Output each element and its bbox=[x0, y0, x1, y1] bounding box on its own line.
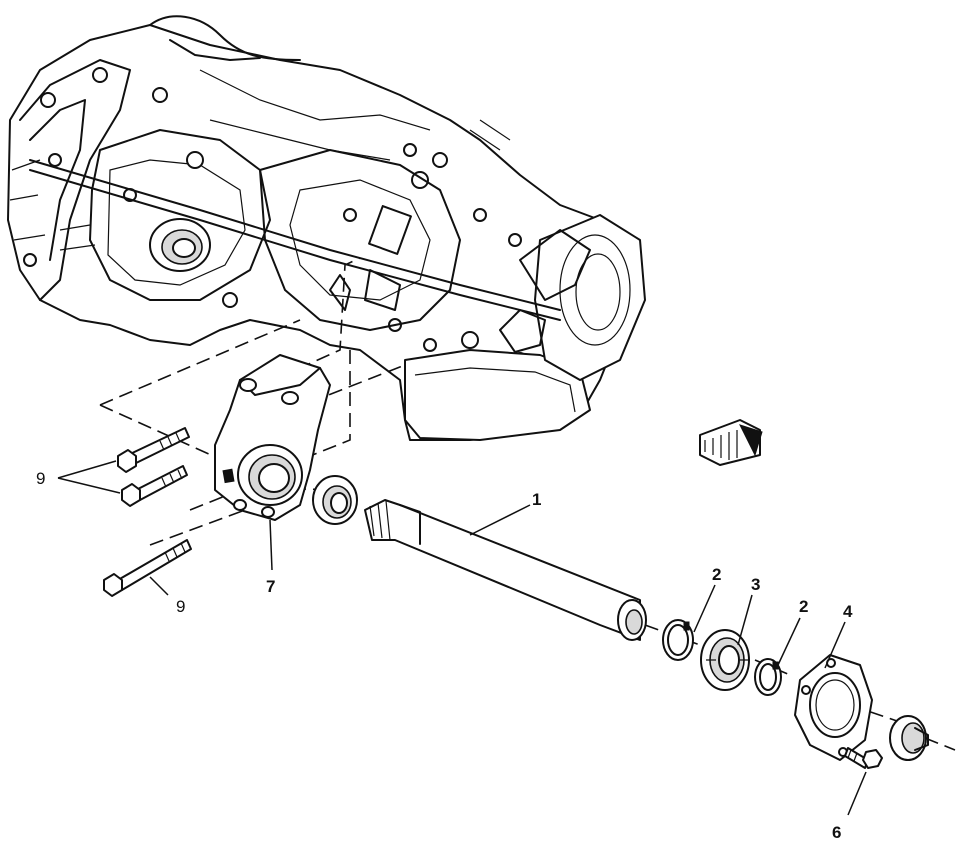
callout-retaining-ring-right: 2 bbox=[799, 597, 808, 616]
retaining-ring-right bbox=[754, 658, 782, 696]
support-bracket bbox=[214, 354, 331, 521]
seal-ring bbox=[312, 475, 358, 525]
bolt-upper-2 bbox=[121, 465, 188, 507]
callout-bolt-long: 9 bbox=[176, 597, 185, 616]
bearing bbox=[700, 629, 750, 691]
bolt-lower bbox=[844, 747, 883, 769]
retaining-ring-left bbox=[662, 619, 694, 661]
callout-bolts-upper: 9 bbox=[36, 469, 45, 488]
view-direction-arrow-icon bbox=[699, 419, 763, 466]
flange-plate bbox=[794, 654, 873, 761]
transmission-housing-icon bbox=[7, 15, 646, 441]
callout-bearing: 3 bbox=[751, 575, 760, 594]
end-cap bbox=[889, 715, 929, 761]
bolt-upper-1 bbox=[117, 427, 190, 473]
callout-bracket: 7 bbox=[266, 577, 275, 596]
bolt-long bbox=[103, 539, 192, 597]
propeller-shaft bbox=[364, 499, 647, 641]
callout-retaining-ring-left: 2 bbox=[712, 565, 721, 584]
leader-lines bbox=[57, 460, 867, 816]
callout-bolt-lower: 6 bbox=[832, 823, 841, 842]
callout-shaft: 1 bbox=[532, 490, 541, 509]
callout-flange-plate: 4 bbox=[843, 602, 853, 621]
